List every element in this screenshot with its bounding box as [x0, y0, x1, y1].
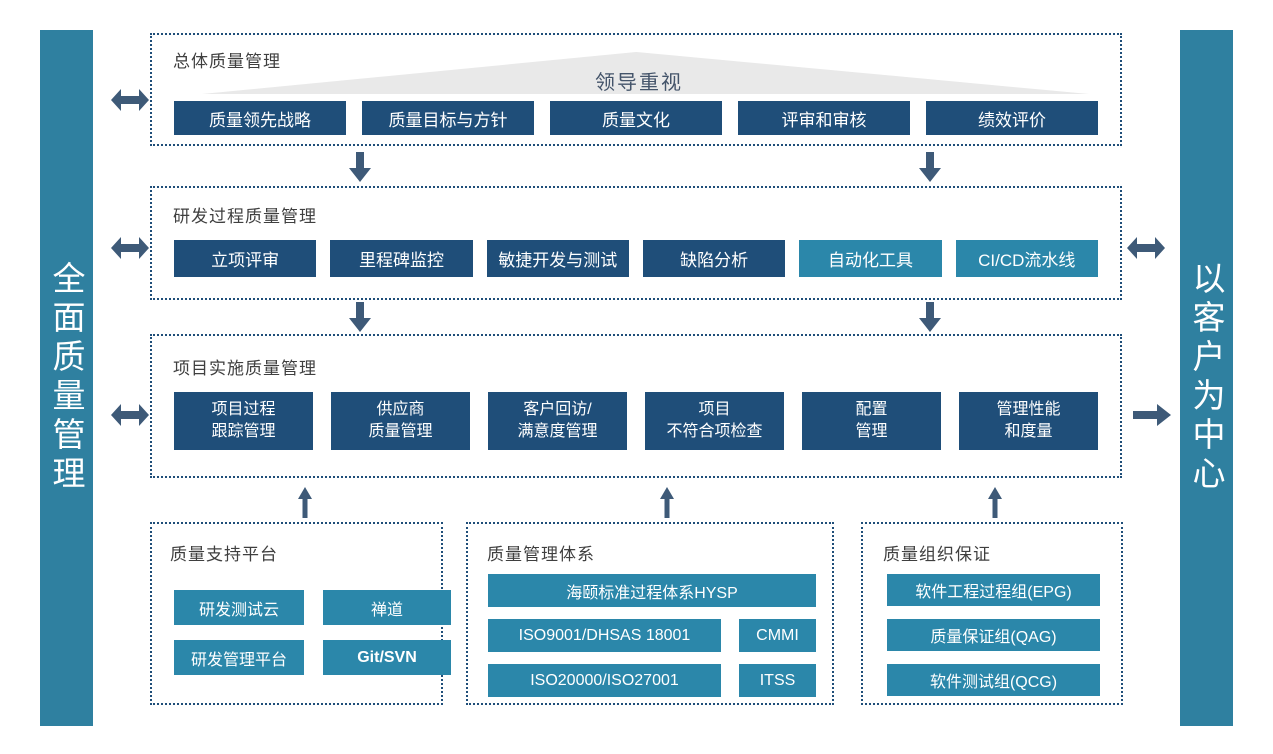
- node-epg-group: 软件工程过程组(EPG): [887, 574, 1100, 606]
- panel-project-impl-quality: 项目实施质量管理 项目过程 跟踪管理 供应商 质量管理 客户回访/ 满意度管理 …: [150, 334, 1122, 478]
- panel-system-title: 质量管理体系: [487, 545, 595, 564]
- right-bar-label: 以客户为中心: [1188, 261, 1225, 495]
- down-arrow-icon: [349, 152, 371, 182]
- node-qag-group: 质量保证组(QAG): [887, 619, 1100, 651]
- overall-button-row: 质量领先战略 质量目标与方针 质量文化 评审和审核 绩效评价: [174, 101, 1098, 135]
- node-cicd-pipeline: CI/CD流水线: [955, 240, 1098, 277]
- up-arrow-icon: [660, 487, 674, 518]
- up-arrow-icon: [298, 487, 312, 518]
- right-bar-customer-centric: 以客户为中心: [1180, 30, 1233, 726]
- org-button-grid: 软件工程过程组(EPG) 质量保证组(QAG) 软件测试组(QCG): [887, 574, 1100, 696]
- node-quality-goals-policy: 质量目标与方针: [362, 101, 534, 135]
- node-project-process-tracking: 项目过程 跟踪管理: [174, 392, 313, 450]
- node-automation-tools: 自动化工具: [799, 240, 942, 277]
- panel-quality-organization: 质量组织保证 软件工程过程组(EPG) 质量保证组(QAG) 软件测试组(QCG…: [861, 522, 1123, 705]
- node-project-approval-review: 立项评审: [174, 240, 317, 277]
- panel-project-title: 项目实施质量管理: [173, 359, 317, 378]
- node-quality-culture: 质量文化: [550, 101, 722, 135]
- right-arrow-icon: [1133, 404, 1171, 426]
- platform-button-grid: 研发测试云 禅道 研发管理平台 Git/SVN: [174, 590, 451, 675]
- double-arrow-icon: [111, 404, 149, 426]
- node-zentao: 禅道: [323, 590, 451, 625]
- left-bar-label: 全面质量管理: [48, 261, 85, 495]
- node-configuration-management: 配置 管理: [802, 392, 941, 450]
- node-performance-measurement: 管理性能 和度量: [959, 392, 1098, 450]
- system-button-grid: 海颐标准过程体系HYSP ISO9001/DHSAS 18001 CMMI IS…: [488, 574, 816, 697]
- double-arrow-icon: [111, 89, 149, 111]
- node-performance-evaluation: 绩效评价: [926, 101, 1098, 135]
- node-agile-dev-testing: 敏捷开发与测试: [486, 240, 629, 277]
- node-defect-analysis: 缺陷分析: [642, 240, 786, 277]
- node-quality-leading-strategy: 质量领先战略: [174, 101, 346, 135]
- panel-org-title: 质量组织保证: [883, 545, 991, 564]
- node-iso9001-dhsas18001: ISO9001/DHSAS 18001: [488, 619, 721, 652]
- node-qcg-group: 软件测试组(QCG): [887, 664, 1100, 696]
- node-nonconformance-check: 项目 不符合项检查: [645, 392, 784, 450]
- node-customer-visit-satisfaction: 客户回访/ 满意度管理: [488, 392, 627, 450]
- node-review-audit: 评审和审核: [738, 101, 910, 135]
- panel-quality-management-system: 质量管理体系 海颐标准过程体系HYSP ISO9001/DHSAS 18001 …: [466, 522, 834, 705]
- rd-button-row: 立项评审 里程碑监控 敏捷开发与测试 缺陷分析 自动化工具 CI/CD流水线: [174, 240, 1098, 277]
- node-git-svn: Git/SVN: [323, 640, 451, 675]
- panel-rd-title: 研发过程质量管理: [173, 207, 317, 226]
- left-bar-total-quality: 全面质量管理: [40, 30, 93, 726]
- node-iso20000-iso27001: ISO20000/ISO27001: [488, 664, 721, 697]
- down-arrow-icon: [919, 152, 941, 182]
- node-milestone-monitoring: 里程碑监控: [330, 240, 473, 277]
- up-arrow-icon: [988, 487, 1002, 518]
- panel-platform-title: 质量支持平台: [170, 545, 278, 564]
- down-arrow-icon: [349, 302, 371, 332]
- node-rd-test-cloud: 研发测试云: [174, 590, 304, 625]
- node-itss: ITSS: [739, 664, 816, 697]
- panel-quality-support-platform: 质量支持平台 研发测试云 禅道 研发管理平台 Git/SVN: [150, 522, 451, 705]
- node-supplier-quality: 供应商 质量管理: [331, 392, 470, 450]
- node-hysp-standard-process: 海颐标准过程体系HYSP: [488, 574, 816, 607]
- panel-overall-quality: 领导重视 总体质量管理 质量领先战略 质量目标与方针 质量文化 评审和审核 绩效…: [150, 33, 1122, 146]
- panel-rd-process-quality: 研发过程质量管理 立项评审 里程碑监控 敏捷开发与测试 缺陷分析 自动化工具 C…: [150, 186, 1122, 300]
- panel-overall-title: 总体质量管理: [173, 52, 281, 71]
- node-cmmi: CMMI: [739, 619, 816, 652]
- double-arrow-icon: [1127, 237, 1165, 259]
- node-rd-management-platform: 研发管理平台: [174, 640, 304, 675]
- project-button-row: 项目过程 跟踪管理 供应商 质量管理 客户回访/ 满意度管理 项目 不符合项检查…: [174, 392, 1098, 450]
- leadership-banner-label: 领导重视: [595, 72, 683, 94]
- double-arrow-icon: [111, 237, 149, 259]
- down-arrow-icon: [919, 302, 941, 332]
